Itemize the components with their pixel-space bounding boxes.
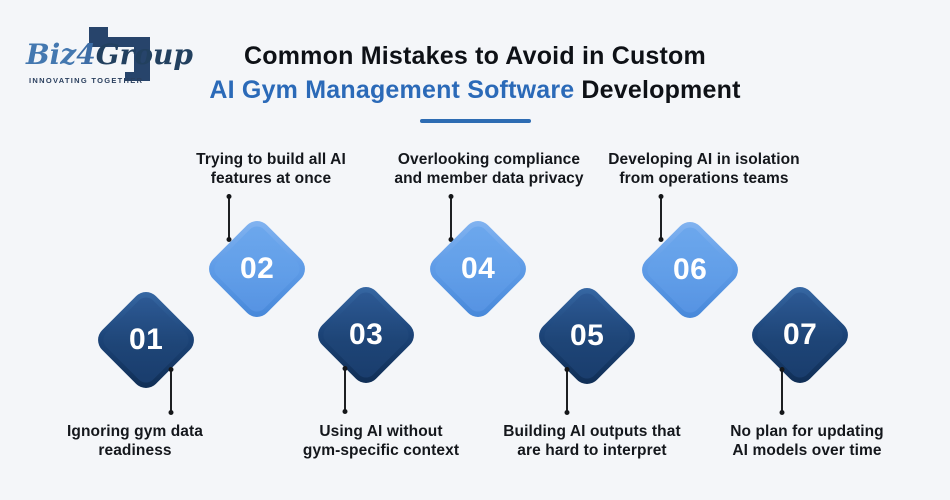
label-item-04-line1: Overlooking compliance xyxy=(397,151,581,168)
title-underline xyxy=(420,119,531,123)
label-item-01-line1: Ignoring gym data xyxy=(66,423,204,440)
diamond-step-04-face: 04 xyxy=(431,222,525,316)
label-item-07-line2: AI models over time xyxy=(732,441,882,459)
diamond-step-01-face: 01 xyxy=(99,293,193,387)
diamond-step-03: 03 xyxy=(312,281,420,389)
logo-bracket-icon xyxy=(89,27,150,81)
connector-item-06 xyxy=(660,197,662,239)
page-title-line1: Common Mistakes to Avoid in Custom xyxy=(244,42,706,70)
label-item-06: Developing AI in isolation from operatio… xyxy=(589,151,819,188)
diamond-step-07: 07 xyxy=(746,281,854,389)
label-item-03: Using AI without gym-specific context xyxy=(266,423,496,460)
diamond-step-06-face: 06 xyxy=(643,223,737,317)
label-item-06-line2: from operations teams xyxy=(619,169,789,187)
connector-item-07 xyxy=(781,370,783,412)
label-item-05: Building AI outputs that are hard to int… xyxy=(477,423,707,460)
label-item-01-line2: readiness xyxy=(98,441,172,459)
label-item-03-line1: Using AI without xyxy=(319,423,443,440)
label-item-02: Trying to build all AI features at once xyxy=(156,151,386,188)
step-number-02: 02 xyxy=(239,252,275,285)
connector-item-03 xyxy=(344,369,346,411)
page-title-rest: Development xyxy=(581,76,741,104)
diamond-step-07-face: 07 xyxy=(753,288,847,382)
step-number-06: 06 xyxy=(672,253,708,286)
label-item-02-line1: Trying to build all AI xyxy=(196,151,346,168)
diamond-step-03-face: 03 xyxy=(319,288,413,382)
logo-brand-text: Biz4Group xyxy=(26,40,193,70)
step-number-04: 04 xyxy=(460,252,496,285)
diamond-step-02: 02 xyxy=(203,215,311,323)
step-number-03: 03 xyxy=(348,318,384,351)
biz4group-logo: Biz4Group INNOVATING TOGETHER xyxy=(18,14,193,94)
page-title-highlight: AI Gym Management Software xyxy=(209,76,575,104)
step-number-05: 05 xyxy=(569,319,605,352)
label-item-01: Ignoring gym data readiness xyxy=(20,423,250,460)
diamond-step-02-face: 02 xyxy=(210,222,304,316)
label-item-04: Overlooking compliance and member data p… xyxy=(374,151,604,188)
logo-tagline: INNOVATING TOGETHER xyxy=(29,76,144,85)
logo-brand-biz: Biz xyxy=(26,38,77,71)
diamond-step-05-face: 05 xyxy=(540,289,634,383)
label-item-07-line1: No plan for updating xyxy=(730,423,884,440)
logo-brand-group: Group xyxy=(95,38,193,71)
label-item-05-line2: are hard to interpret xyxy=(517,441,667,459)
connector-item-05 xyxy=(566,370,568,412)
connector-item-04 xyxy=(450,197,452,239)
step-number-07: 07 xyxy=(782,318,818,351)
diamond-step-04: 04 xyxy=(424,215,532,323)
label-item-05-line1: Building AI outputs that xyxy=(503,423,681,440)
label-item-06-line1: Developing AI in isolation xyxy=(608,151,800,168)
label-item-02-line2: features at once xyxy=(210,169,332,187)
step-number-01: 01 xyxy=(128,323,164,356)
label-item-07: No plan for updating AI models over time xyxy=(692,423,922,460)
logo-brand-4: 4 xyxy=(76,38,96,71)
label-item-04-line2: and member data privacy xyxy=(394,169,584,187)
diamond-step-06: 06 xyxy=(636,216,744,324)
connector-item-01 xyxy=(170,370,172,412)
connector-item-02 xyxy=(228,197,230,239)
diamond-step-01: 01 xyxy=(92,286,200,394)
diamond-step-05: 05 xyxy=(533,282,641,390)
label-item-03-line2: gym-specific context xyxy=(302,441,460,459)
